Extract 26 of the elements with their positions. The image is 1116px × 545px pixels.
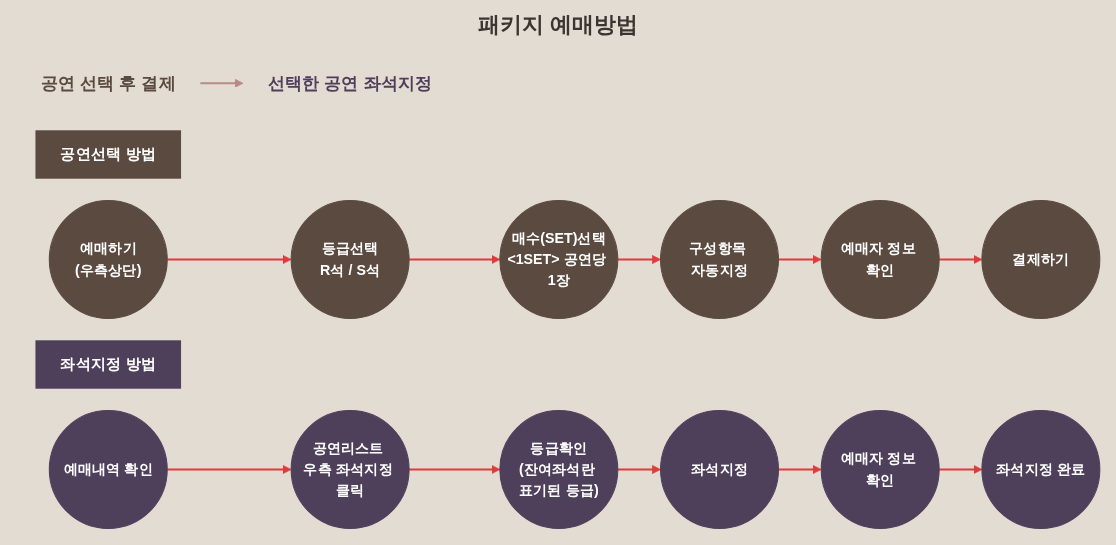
arrow <box>167 255 292 265</box>
arrow <box>200 79 244 88</box>
arrow <box>778 465 822 475</box>
node-circle: 등급선택 R석 / S석 <box>290 200 410 320</box>
node-text: 선택한 공연 좌석지정 <box>267 73 433 93</box>
node-circle: 결제하기 <box>981 200 1101 320</box>
node-circle: 예매자 정보 확인 <box>820 200 940 320</box>
arrow <box>167 465 292 475</box>
arrow <box>939 465 983 475</box>
title: 패키지 예매방법 <box>476 11 640 39</box>
node-circle: 예매내역 확인 <box>48 410 168 530</box>
node-circle: 등급확인 (잔여좌석란 표기된 등급) <box>499 410 619 530</box>
node-circle: 예매하기 (우측상단) <box>48 200 168 320</box>
node-circle: 좌석지정 완료 <box>981 410 1101 530</box>
node-circle: 좌석지정 <box>660 410 779 530</box>
node-box: 좌석지정 방법 <box>35 340 182 389</box>
node-text: 공연 선택 후 결제 <box>40 73 176 93</box>
node-circle: 매수(SET)선택 <1SET> 공연당 1장 <box>499 200 619 320</box>
node-circle: 예매자 정보 확인 <box>820 410 940 530</box>
node-circle: 구성항목 자동지정 <box>660 200 779 320</box>
node-circle: 공연리스트 우측 좌석지정 클릭 <box>290 410 410 530</box>
arrow <box>778 255 822 265</box>
arrow <box>939 255 983 265</box>
node-box: 공연선택 방법 <box>35 130 182 179</box>
arrow <box>617 465 661 475</box>
arrow <box>617 255 661 265</box>
